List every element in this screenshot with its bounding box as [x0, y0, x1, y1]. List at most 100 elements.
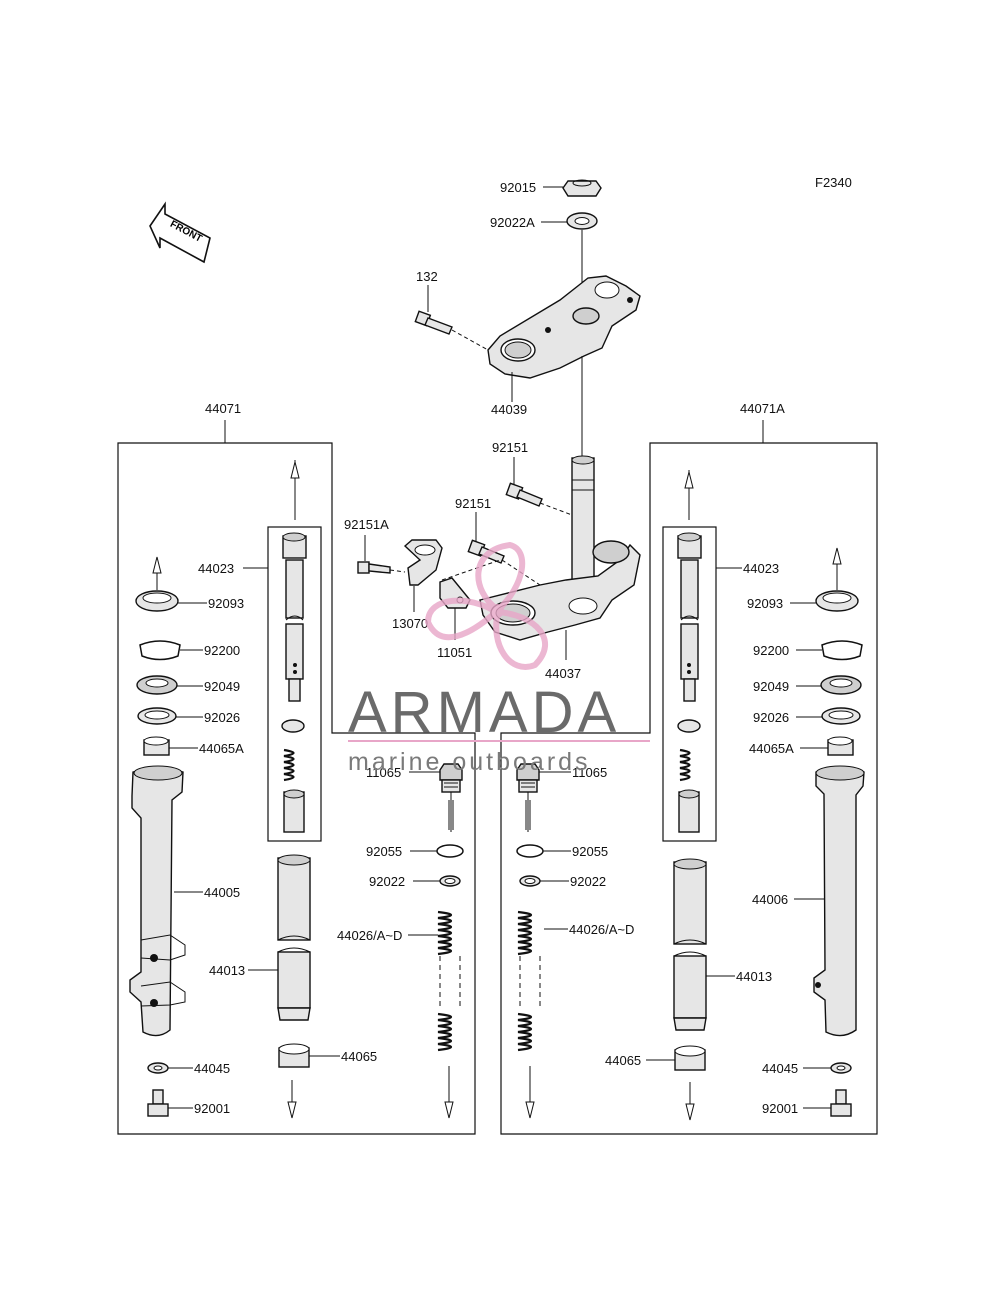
label-left-92055: 92055 [366, 844, 402, 859]
label-right-11065: 11065 [572, 765, 607, 780]
watermark-tagline: marine outboards [348, 748, 591, 776]
label-right-44006: 44006 [752, 892, 788, 907]
label-left-92093: 92093 [208, 596, 244, 611]
left-outer-tube-44005 [129, 765, 186, 1037]
left-washer-92026 [137, 707, 177, 725]
right-clip-92200 [821, 640, 863, 661]
left-washer-92022 [439, 875, 461, 887]
right-damper-piston [678, 789, 700, 833]
left-cartridge-arrow-icon [444, 1066, 454, 1119]
label-92151-lower: 92151 [455, 496, 491, 511]
label-left-44005: 44005 [204, 885, 240, 900]
right-lower-arrow-icon [685, 1082, 695, 1121]
right-damper-subframe [662, 526, 717, 842]
label-left-44023: 44023 [198, 561, 234, 576]
left-seal-92049 [136, 675, 178, 695]
left-damper-subframe [267, 526, 322, 842]
label-left-11065: 11065 [366, 765, 401, 780]
left-lower-arrow-icon [287, 1080, 297, 1119]
label-right-44023: 44023 [743, 561, 779, 576]
label-right-92055: 92055 [572, 844, 608, 859]
right-snap-ring [677, 719, 701, 733]
left-spring-44026 [437, 910, 461, 1052]
right-bolt-92001 [830, 1089, 852, 1117]
label-92151-upper: 92151 [492, 440, 528, 455]
left-cap-92093 [135, 556, 179, 612]
label-132: 132 [416, 269, 438, 284]
label-right-44065A: 44065A [749, 741, 794, 756]
bolt-92151-lower [467, 539, 505, 564]
label-right-92026: 92026 [753, 710, 789, 725]
left-snap-ring [281, 719, 305, 733]
label-left-44013: 44013 [209, 963, 245, 978]
front-direction-arrow-icon: FRONT [149, 201, 211, 264]
left-oring-92055 [436, 844, 464, 858]
right-small-spring [679, 748, 691, 782]
left-fork-assembly-frame [117, 442, 476, 1135]
right-damper-rod-44023 [677, 470, 702, 702]
label-right-92049: 92049 [753, 679, 789, 694]
label-left-92026: 92026 [204, 710, 240, 725]
label-right-44026: 44026/A~D [569, 922, 634, 937]
label-92151A: 92151A [344, 517, 389, 532]
bolt-92151A [357, 561, 391, 574]
label-92022A: 92022A [490, 215, 535, 230]
label-left-44065: 44065 [341, 1049, 377, 1064]
label-left-44045: 44045 [194, 1061, 230, 1076]
right-seal-92049 [820, 675, 862, 695]
right-fork-assembly-frame [500, 442, 878, 1135]
label-44071: 44071 [205, 401, 241, 416]
washer-92022A [566, 212, 598, 230]
label-right-92022: 92022 [570, 874, 606, 889]
right-oring-92055 [516, 844, 544, 858]
left-clip-92200 [139, 640, 181, 661]
bolt-92151-upper [505, 482, 543, 507]
label-left-92001: 92001 [194, 1101, 230, 1116]
left-washer-44045 [147, 1062, 169, 1074]
left-damper-rod-44023 [282, 460, 307, 702]
label-right-44045: 44045 [762, 1061, 798, 1076]
upper-bracket-44039 [487, 275, 641, 379]
label-left-92022: 92022 [369, 874, 405, 889]
right-spring-44026 [517, 910, 541, 1052]
label-92015: 92015 [500, 180, 536, 195]
left-damper-piston [283, 789, 305, 833]
right-inner-tube-44013 [673, 858, 707, 1031]
watermark-propeller-logo-icon [424, 541, 549, 670]
bracket-13070 [403, 539, 443, 586]
label-right-92200: 92200 [753, 643, 789, 658]
label-left-44065A: 44065A [199, 741, 244, 756]
left-bolt-92001 [147, 1089, 169, 1117]
right-bushing-44065A [827, 736, 854, 756]
label-11051: 11051 [437, 645, 472, 660]
nut-92015 [562, 179, 602, 197]
right-cartridge-arrow-icon [525, 1066, 535, 1119]
label-13070: 13070 [392, 616, 428, 631]
label-left-44026: 44026/A~D [337, 928, 402, 943]
label-right-92001: 92001 [762, 1101, 798, 1116]
label-left-92200: 92200 [204, 643, 240, 658]
label-right-44013: 44013 [736, 969, 772, 984]
left-bushing-44065A [143, 736, 170, 756]
label-44037: 44037 [545, 666, 581, 681]
left-inner-tube-44013 [277, 854, 311, 1021]
left-small-spring [283, 748, 295, 782]
label-left-92049: 92049 [204, 679, 240, 694]
left-bushing-44065 [278, 1043, 310, 1068]
right-bushing-44065 [674, 1045, 706, 1071]
label-right-44065: 44065 [605, 1053, 641, 1068]
right-washer-92026 [821, 707, 861, 725]
watermark-brand: ARMADA [348, 680, 620, 745]
left-cartridge-bolt-11065 [439, 763, 463, 832]
right-washer-44045 [830, 1062, 852, 1074]
label-44039: 44039 [491, 402, 527, 417]
right-washer-92022 [519, 875, 541, 887]
right-outer-tube-44006 [813, 765, 865, 1037]
label-right-92093: 92093 [747, 596, 783, 611]
bolt-132 [414, 310, 453, 335]
label-44071A: 44071A [740, 401, 785, 416]
figure-code: F2340 [815, 175, 852, 190]
right-cartridge-bolt-11065 [516, 763, 540, 832]
right-cap-92093 [815, 547, 859, 612]
